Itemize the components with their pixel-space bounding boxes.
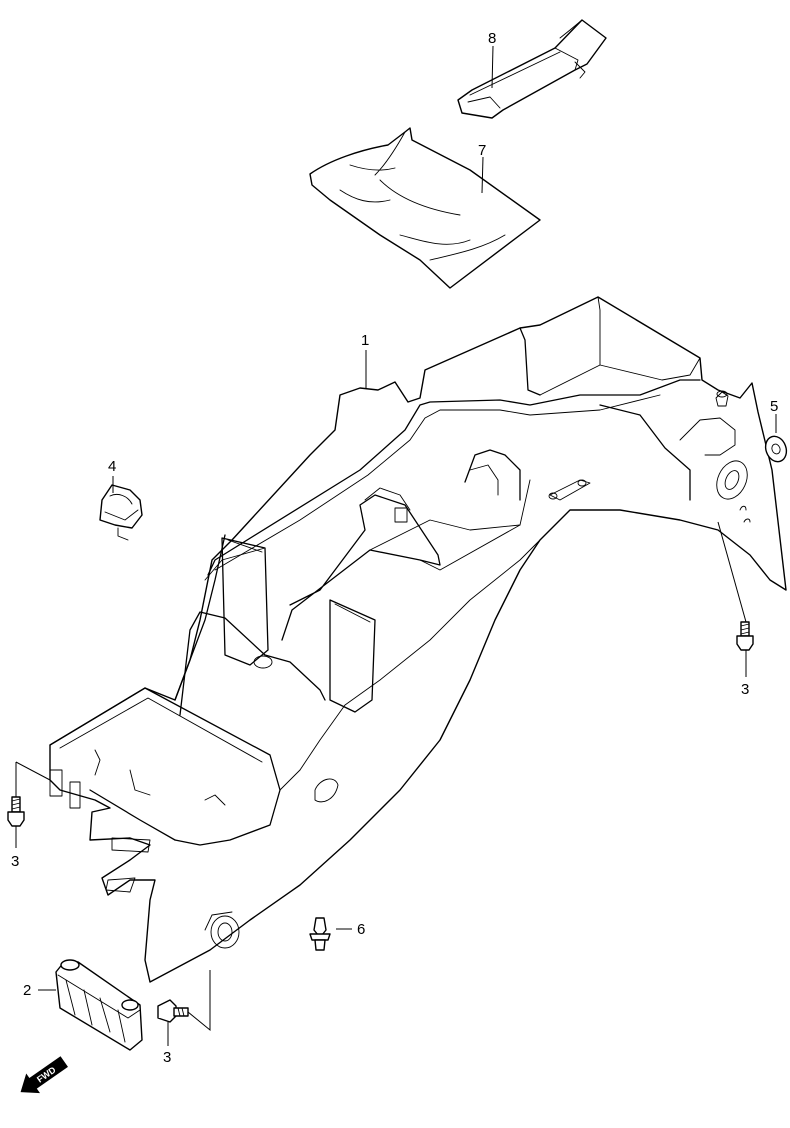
part-3-bolt-bottom [157,999,189,1023]
part-7-tool-bag [309,127,541,289]
part-6-clip [309,917,331,951]
callout-5: 5 [770,398,778,415]
part-1-rear-fender [49,296,787,983]
callout-6: 6 [357,921,365,938]
callout-7: 7 [478,142,486,159]
callout-1: 1 [361,332,369,349]
callout-3-left: 3 [11,853,19,870]
callout-3-right: 3 [741,681,749,698]
fwd-arrow: FWD [20,1056,68,1094]
callout-labels: 8 7 1 4 5 3 3 6 2 3 [11,30,778,1066]
callout-2: 2 [23,982,31,999]
part-3-bolt-left [7,796,25,827]
part-2-bracket [55,959,143,1051]
part-8-strap [457,19,607,119]
callout-8: 8 [488,30,496,47]
part-5-washer [764,435,788,463]
part-4-clamp [99,484,143,541]
part-3-bolt-right [736,621,754,651]
callout-4: 4 [108,458,116,475]
callout-3-bottom: 3 [163,1049,171,1066]
leader-lines [15,45,777,1046]
